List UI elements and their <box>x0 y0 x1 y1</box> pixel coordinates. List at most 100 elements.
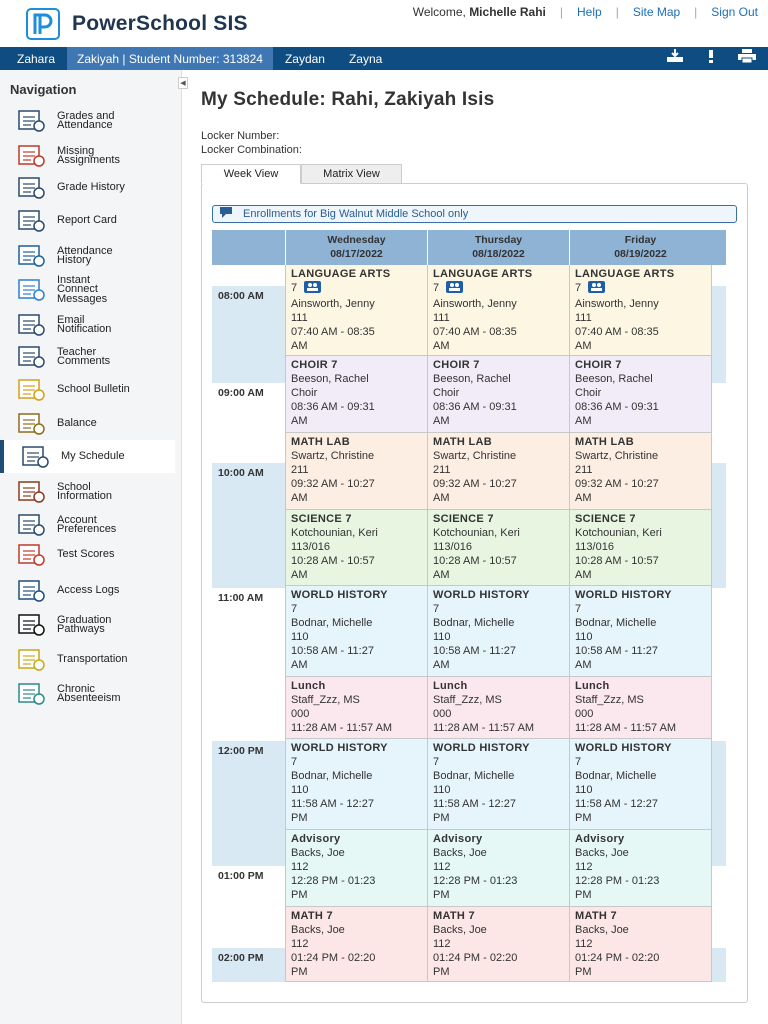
period-time: 07:40 AM - 08:35 <box>575 326 659 338</box>
app-logo[interactable]: PowerSchool SIS <box>26 8 248 40</box>
student-tab-zaydan[interactable]: Zaydan <box>284 51 325 66</box>
sidebar-item-test-scores[interactable]: Test Scores <box>0 541 175 569</box>
time-label: 09:00 AM <box>218 387 264 399</box>
course-name: SCIENCE 7 <box>433 513 494 525</box>
sidebar-item-report-card[interactable]: Report Card <box>0 208 175 234</box>
period-time-suffix: AM <box>575 415 592 427</box>
teacher-name: Bodnar, Michelle <box>433 770 515 782</box>
period-time: 11:58 AM - 12:27 <box>575 798 658 810</box>
bulletin-icon <box>15 377 47 403</box>
group-icon[interactable] <box>304 281 322 297</box>
tab-week-view[interactable]: Week View <box>201 164 301 184</box>
course-section: 7 <box>575 603 582 615</box>
sidebar-item-account-preferences[interactable]: Account Preferences <box>0 511 175 539</box>
sidebar-item-teacher-comments[interactable]: Teacher Comments <box>0 343 175 371</box>
report-card-icon <box>15 208 47 234</box>
sidebar-item-my-schedule[interactable]: My Schedule <box>0 440 175 473</box>
group-icon[interactable] <box>588 281 606 297</box>
sidebar-item-school-information[interactable]: School Information <box>0 478 175 506</box>
room-number: 111 <box>433 312 450 324</box>
room-number: 000 <box>575 708 594 720</box>
group-icon[interactable] <box>446 281 464 297</box>
student-tab-zahara[interactable]: Zahara <box>17 51 56 66</box>
sidebar-item-access-logs[interactable]: Access Logs <box>0 578 175 604</box>
student-tab-zakiyah[interactable]: Zakiyah | Student Number: 313824 <box>67 47 273 70</box>
sidebar-item-label: School Information <box>57 480 113 502</box>
sidebar-item-balance[interactable]: Balance <box>0 411 175 437</box>
period-time: 09:32 AM - 10:27 <box>433 478 517 490</box>
help-link[interactable]: Help <box>577 5 602 19</box>
test-scores-icon <box>15 542 47 568</box>
top-links: Welcome, Michelle Rahi | Help | Site Map… <box>412 5 758 19</box>
period-time: 11:58 AM - 12:27 <box>433 798 516 810</box>
sidebar-item-label: Chronic Absenteeism <box>57 682 121 704</box>
sidebar-item-graduation-pathways[interactable]: Graduation Pathways <box>0 611 175 639</box>
period-time: 11:58 AM - 12:27 <box>291 798 374 810</box>
period-time-suffix: AM <box>575 659 592 671</box>
teacher-name: Staff_Zzz, MS <box>433 694 502 706</box>
alert-icon[interactable] <box>708 49 714 68</box>
collapse-sidebar-icon[interactable]: ◀ <box>178 77 188 89</box>
sidebar-item-label: Graduation Pathways <box>57 613 112 635</box>
room-number: 113/016 <box>291 541 330 553</box>
sidebar-item-chronic-absenteeism[interactable]: Chronic Absenteeism <box>0 680 175 708</box>
teacher-comments-icon <box>15 344 47 370</box>
sidebar-item-school-bulletin[interactable]: School Bulletin <box>0 377 175 403</box>
period-time-suffix: PM <box>291 966 308 978</box>
period-time-suffix: AM <box>291 415 308 427</box>
room-number: 112 <box>433 861 451 873</box>
print-icon[interactable] <box>738 49 756 68</box>
time-label: 10:00 AM <box>218 467 264 479</box>
sidebar-item-grade-history[interactable]: Grade History <box>0 175 175 201</box>
course-section: 7 <box>575 281 706 297</box>
sign-out-link[interactable]: Sign Out <box>711 5 758 19</box>
sidebar-item-grades-and-attendance[interactable]: Grades and Attendance <box>0 107 175 135</box>
sidebar-item-transportation[interactable]: Transportation <box>0 647 175 673</box>
tab-matrix-view[interactable]: Matrix View <box>301 164 402 184</box>
day-date: 08/17/2022 <box>330 248 383 260</box>
period-time-suffix: AM <box>291 492 308 504</box>
student-tab-zayna[interactable]: Zayna <box>348 51 383 66</box>
course-name: MATH 7 <box>433 910 475 922</box>
sidebar-item-email-notification[interactable]: Email Notification <box>0 311 175 339</box>
course-name: MATH LAB <box>575 436 635 448</box>
course-name: Lunch <box>433 680 468 692</box>
sidebar-item-attendance-history[interactable]: Attendance History <box>0 242 175 270</box>
email-icon <box>15 312 47 338</box>
download-icon[interactable] <box>666 49 684 68</box>
sidebar-item-instant-connect-messages[interactable]: Instant Connect Messages <box>0 273 175 307</box>
time-slot: 08:00 AM <box>212 286 286 383</box>
course-section: 7 <box>433 281 564 297</box>
room-number: 110 <box>291 784 309 796</box>
site-map-link[interactable]: Site Map <box>632 5 681 19</box>
course-name: WORLD HISTORY <box>575 742 672 754</box>
sidebar-item-missing-assignments[interactable]: Missing Assignments <box>0 142 175 170</box>
